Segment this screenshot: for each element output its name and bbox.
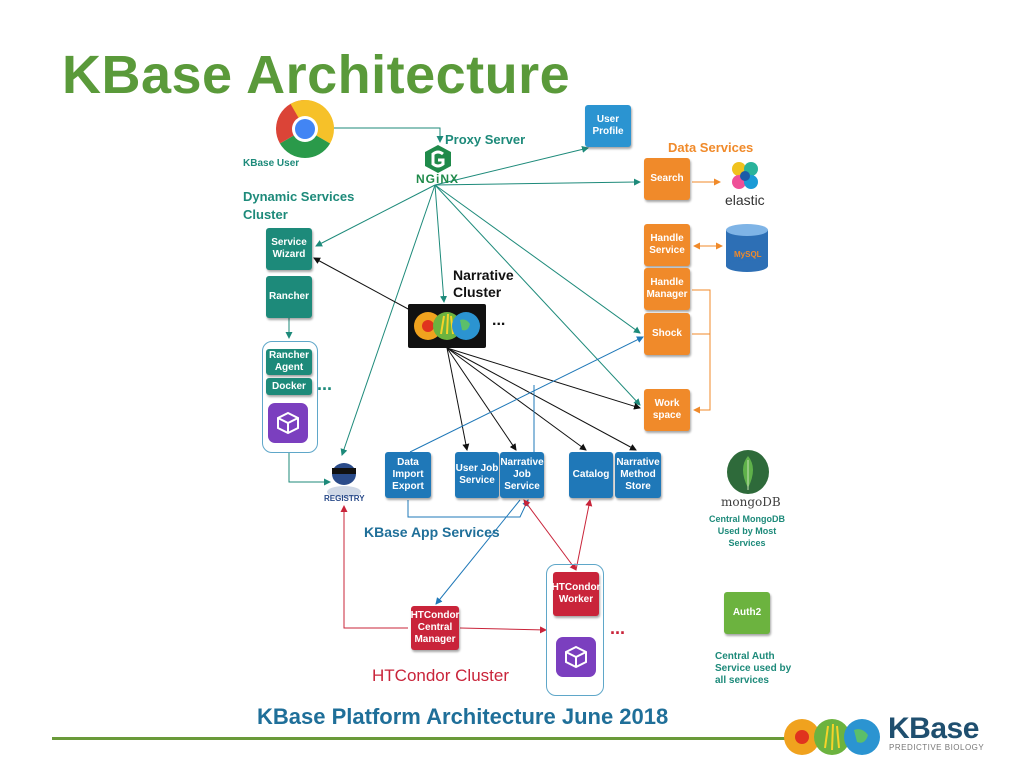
rancher-agent-container [262,341,318,453]
footer-caption: KBase Platform Architecture June 2018 [257,704,669,729]
rancher-agent-node: Rancher Agent [266,349,312,375]
slide-title: KBase Architecture [62,45,571,105]
htcondor-central-manager-node: HTCondor Central Manager [411,606,459,650]
narrative-logo [408,304,486,348]
mongodb-note: Central MongoDB Used by Most Services [709,514,785,548]
dynamic-ellipsis: ... [317,374,333,394]
mongodb-wordmark: mongoDB [721,495,781,509]
user-profile-node: User Profile [585,105,631,147]
catalog-node: Catalog [569,452,613,498]
footer-divider [52,737,792,740]
kbase-tagline: PREDICTIVE BIOLOGY [889,743,985,752]
narrative-method-store-node: Narrative Method Store [615,452,661,498]
proxy-server-label: Proxy Server [445,132,526,147]
shock-node: Shock [644,313,690,355]
docker-node: Docker [266,378,312,395]
htcondor-worker-node: HTCondor Worker [552,572,600,616]
worker-cube-icon [556,637,596,677]
registry-icon [322,458,366,504]
nginx-wordmark: NGiNX [416,172,460,186]
user-job-service-node: User Job Service [455,452,499,498]
narrative-ellipsis: ... [492,312,506,329]
app-services-label: KBase App Services [364,524,500,540]
auth-note: Central Auth Service used by all service… [715,651,792,686]
workspace-node: Work space [644,389,690,431]
kbase-user-label: KBase User [243,158,300,169]
data-services-label: Data Services [668,140,754,155]
kbase-brand-wordmark: KBase [888,712,979,745]
mongodb-leaf-icon [727,450,769,494]
data-import-export-node: Data Import Export [385,452,431,498]
dynamic-services-cluster-label: Dynamic Services Cluster [243,189,355,222]
container-cube-icon [268,403,308,443]
htcondor-worker-container [546,564,604,696]
narrative-cluster-label: Narrative Cluster [453,267,514,300]
elastic-icon [728,160,762,192]
auth2-node: Auth2 [724,592,770,634]
elastic-wordmark: elastic [725,192,765,208]
handle-service-node: Handle Service [644,224,690,266]
service-wizard-node: Service Wizard [266,228,312,270]
mysql-database-icon [724,222,770,272]
htcondor-ellipsis: ... [610,618,626,638]
search-node: Search [644,158,690,200]
chrome-icon [276,100,334,158]
narrative-job-service-node: Narrative Job Service [500,452,544,498]
htcondor-cluster-label: HTCondor Cluster [372,666,509,685]
registry-wordmark: REGISTRY [324,494,365,503]
nginx-icon [424,144,452,174]
kbase-logo-icon [780,714,884,760]
mysql-wordmark: MySQL [734,250,762,259]
rancher-node: Rancher [266,276,312,318]
handle-manager-node: Handle Manager [644,268,690,310]
